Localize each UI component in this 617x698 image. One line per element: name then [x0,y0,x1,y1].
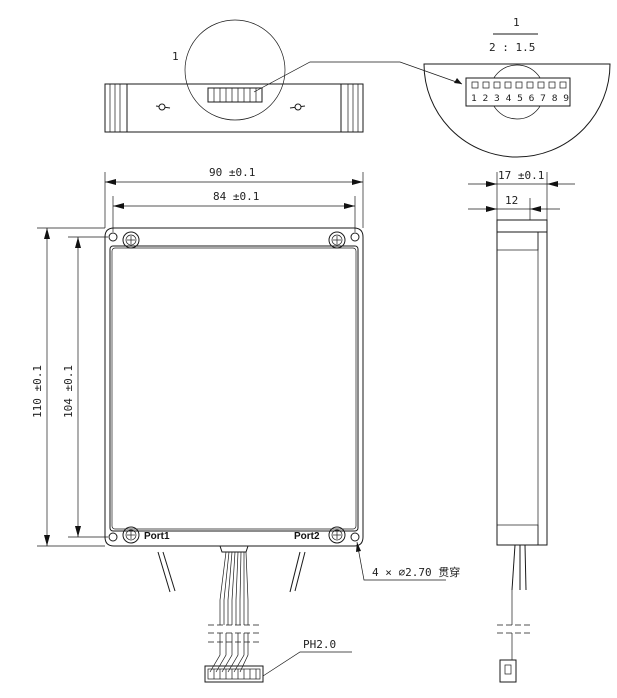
dimension-width-outer: 90 ±0.1 [104,166,364,228]
dimension-thickness-inner: 12 [468,194,560,220]
svg-text:110 ±0.1: 110 ±0.1 [31,365,44,418]
detail-scale-denominator: 2 : 1.5 [489,41,535,54]
connector-note: PH2.0 [303,638,336,651]
dimension-thickness: 17 ±0.1 [468,169,575,220]
port2-label: Port2 [294,531,320,542]
svg-text:90 ±0.1: 90 ±0.1 [209,166,255,179]
screw-icon [328,526,346,544]
port1-label: Port1 [144,531,170,542]
mount-hole-tr [350,232,360,242]
mount-hole-br [350,532,360,542]
pin-row [471,81,567,89]
dimension-height-outer: 110 ±0.1 [31,227,105,547]
dimension-height-inner: 104 ±0.1 [62,236,108,538]
detail-callout-label: 1 [172,50,179,63]
svg-text:17 ±0.1: 17 ±0.1 [498,169,544,182]
ph-connector [204,665,264,683]
top-view: 1 [104,19,463,133]
detail-view: 1 2 : 1.5 1 2 3 4 5 6 7 8 9 [423,16,611,158]
mount-hole-bl [108,532,118,542]
screw-icon [328,231,346,249]
side-view [496,219,548,683]
pin-numbers: 1 2 3 4 5 6 7 8 9 [471,94,569,104]
holes-note: 4 × ∅2.70 贯穿 [356,541,460,581]
svg-text:84 ±0.1: 84 ±0.1 [213,190,259,203]
screw-icon [122,231,140,249]
detail-scale-numerator: 1 [513,16,520,29]
detail-circle [184,19,286,121]
front-view: Port1 Port2 [104,227,364,683]
mount-hole-tl [108,232,118,242]
svg-text:12: 12 [505,194,518,207]
svg-text:104 ±0.1: 104 ±0.1 [62,365,75,418]
screw-icon [122,526,140,544]
side-connector [499,659,517,683]
svg-text:4 × ∅2.70 贯穿: 4 × ∅2.70 贯穿 [372,565,460,579]
dimension-width-inner: 84 ±0.1 [112,190,356,232]
